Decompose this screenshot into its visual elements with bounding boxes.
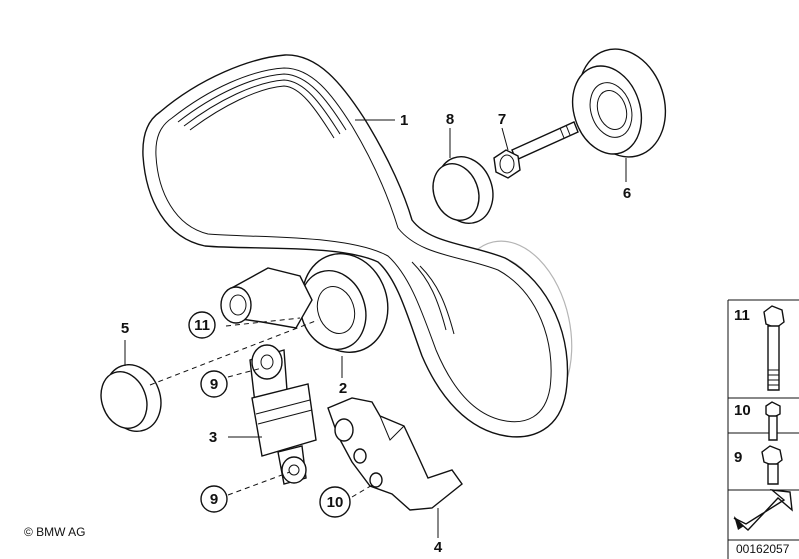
side-bolt-10-icon <box>765 401 781 441</box>
callout-4: 4 <box>434 539 443 556</box>
cover-cap-5-drawing <box>100 364 162 432</box>
idler-pulley-6-drawing <box>571 48 667 158</box>
callout-10: 10 <box>327 494 344 511</box>
tensioner-pulley-2-drawing <box>299 253 389 353</box>
side-label-11: 11 <box>734 307 750 324</box>
bracket-11-drawing <box>220 267 313 329</box>
drive-belt-drawing <box>142 54 569 438</box>
callout-circles <box>188 311 351 518</box>
leader-lines <box>124 119 627 538</box>
diagram-number: 00162057 <box>736 542 790 556</box>
callout-2: 2 <box>339 380 347 397</box>
callout-11: 11 <box>194 317 210 334</box>
callout-9-lower: 9 <box>210 491 218 508</box>
direction-arrow-icon <box>733 489 793 531</box>
callout-7: 7 <box>498 111 506 128</box>
callout-9-upper: 9 <box>210 376 218 393</box>
callout-8: 8 <box>446 111 454 128</box>
callout-1: 1 <box>400 112 408 129</box>
side-bolt-11-icon <box>763 305 785 391</box>
side-panel: 11 10 9 <box>727 299 799 559</box>
side-bolt-9-icon <box>761 445 783 485</box>
bracket-4-drawing <box>327 397 463 511</box>
copyright-text: © BMW AG <box>24 525 86 539</box>
damper-3-drawing <box>249 344 317 485</box>
callout-3: 3 <box>209 429 217 446</box>
callout-6: 6 <box>623 185 631 202</box>
side-label-9: 9 <box>734 449 742 466</box>
side-label-10: 10 <box>734 402 751 419</box>
cover-cap-8-drawing <box>432 156 494 224</box>
callout-5: 5 <box>121 320 129 337</box>
bolt-7-drawing <box>493 121 579 179</box>
